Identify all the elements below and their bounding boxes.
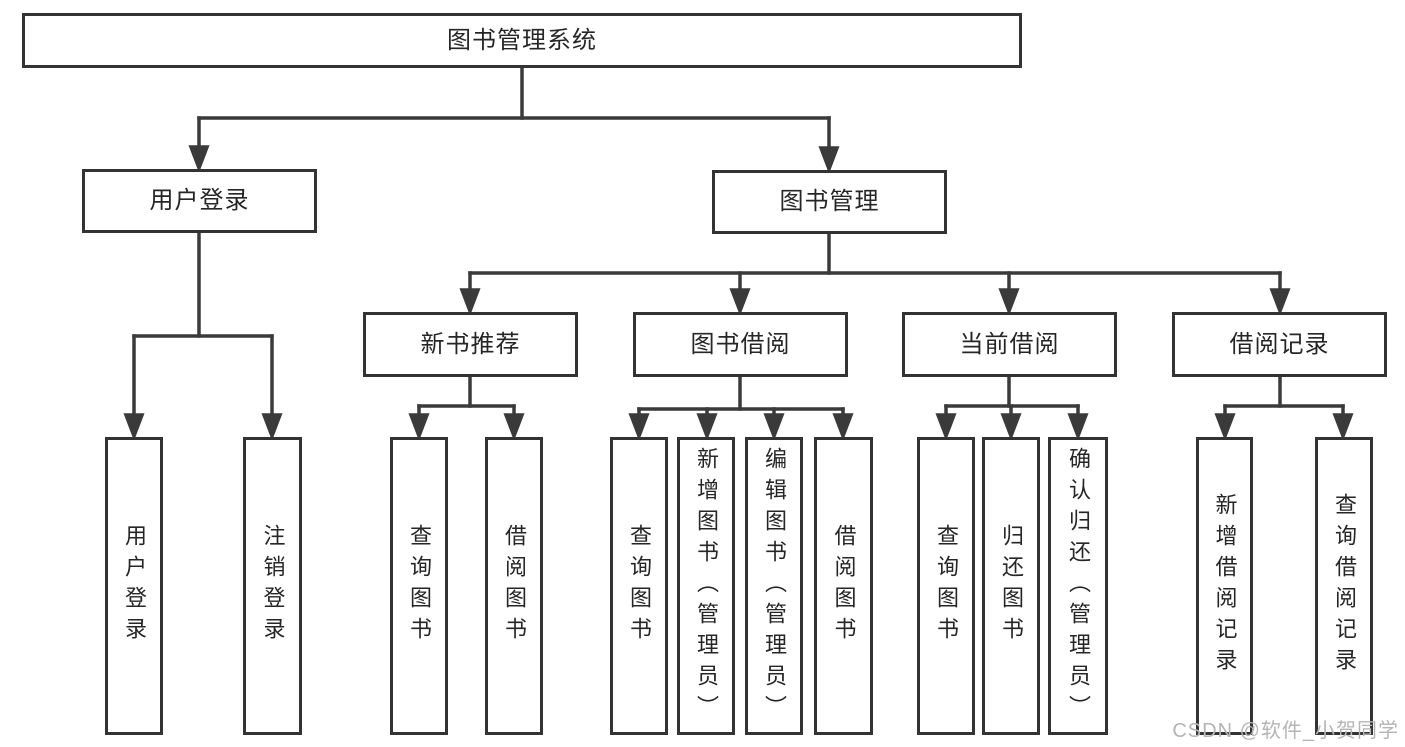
- leaf-records-query-record: 查询借阅记录: [1315, 437, 1373, 735]
- node-current-borrow: 当前借阅: [902, 312, 1117, 377]
- node-book-management: 图书管理: [712, 170, 947, 234]
- node-new-book-recommend: 新书推荐: [363, 312, 578, 377]
- leaf-current-confirm-return: 确认归还（管理员）: [1048, 437, 1108, 735]
- watermark: CSDN @软件_小贺同学: [1172, 720, 1399, 742]
- node-user-login: 用户登录: [82, 169, 317, 233]
- leaf-borrow-query-books: 查询图书: [610, 437, 668, 735]
- node-borrow-records-label: 借阅记录: [1229, 330, 1330, 358]
- leaf-recommend-query-books: 查询图书: [390, 437, 448, 735]
- leaf-user-login: 用户登录: [105, 437, 163, 735]
- node-root: 图书管理系统: [22, 13, 1022, 68]
- leaf-records-add-record-label: 新增借阅记录: [1212, 493, 1238, 679]
- leaf-recommend-borrow-books: 借阅图书: [485, 437, 543, 735]
- leaf-recommend-query-books-label: 查询图书: [407, 524, 432, 648]
- leaf-current-confirm-return-label: 确认归还（管理员）: [1066, 446, 1091, 726]
- leaf-current-return-books-label: 归还图书: [999, 524, 1024, 648]
- leaf-current-query-books: 查询图书: [917, 437, 975, 735]
- leaf-records-add-record: 新增借阅记录: [1196, 437, 1253, 735]
- leaf-borrow-edit-books-label: 编辑图书（管理员）: [762, 446, 787, 726]
- leaf-current-return-books: 归还图书: [982, 437, 1040, 735]
- leaf-borrow-borrow-books-label: 借阅图书: [831, 524, 857, 648]
- node-root-label: 图书管理系统: [447, 26, 597, 54]
- leaf-logout: 注销登录: [243, 437, 302, 735]
- leaf-current-query-books-label: 查询图书: [934, 524, 959, 648]
- node-user-login-label: 用户登录: [149, 187, 250, 214]
- leaf-borrow-add-books-label: 新增图书（管理员）: [694, 446, 719, 726]
- leaf-borrow-edit-books: 编辑图书（管理员）: [745, 437, 803, 735]
- node-current-borrow-label: 当前借阅: [959, 330, 1060, 358]
- leaf-recommend-borrow-books-label: 借阅图书: [502, 524, 527, 648]
- leaf-borrow-query-books-label: 查询图书: [627, 524, 652, 648]
- node-book-management-label: 图书管理: [779, 188, 880, 215]
- leaf-borrow-borrow-books: 借阅图书: [814, 437, 873, 735]
- leaf-records-query-record-label: 查询借阅记录: [1332, 493, 1357, 679]
- node-new-book-recommend-label: 新书推荐: [420, 330, 521, 358]
- leaf-logout-label: 注销登录: [260, 524, 286, 648]
- leaf-user-login-label: 用户登录: [122, 524, 147, 648]
- node-borrow-records: 借阅记录: [1172, 312, 1387, 377]
- node-book-borrow-label: 图书借阅: [690, 330, 791, 358]
- node-book-borrow: 图书借阅: [633, 312, 848, 377]
- leaf-borrow-add-books: 新增图书（管理员）: [677, 437, 735, 735]
